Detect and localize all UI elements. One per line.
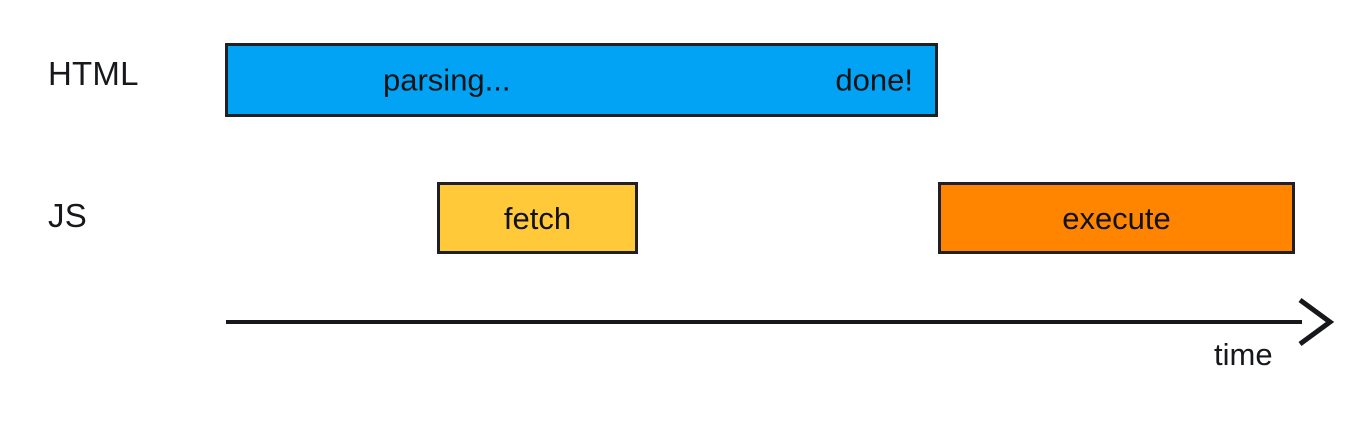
- bar-label-done: done!: [835, 62, 913, 98]
- axis-label-time: time: [1214, 337, 1273, 372]
- bar-html-parsing: parsing... done!: [225, 43, 938, 117]
- axis-arrowhead-icon: [1298, 297, 1335, 347]
- row-label-js: JS: [48, 197, 87, 234]
- bar-label-execute: execute: [1062, 200, 1171, 236]
- bar-label-parsing: parsing...: [383, 62, 511, 98]
- row-label-html: HTML: [48, 55, 139, 92]
- bar-js-execute: execute: [938, 182, 1295, 254]
- bar-label-fetch: fetch: [503, 200, 572, 236]
- bar-js-fetch: fetch: [437, 182, 638, 254]
- time-axis-arrow: [226, 297, 1335, 347]
